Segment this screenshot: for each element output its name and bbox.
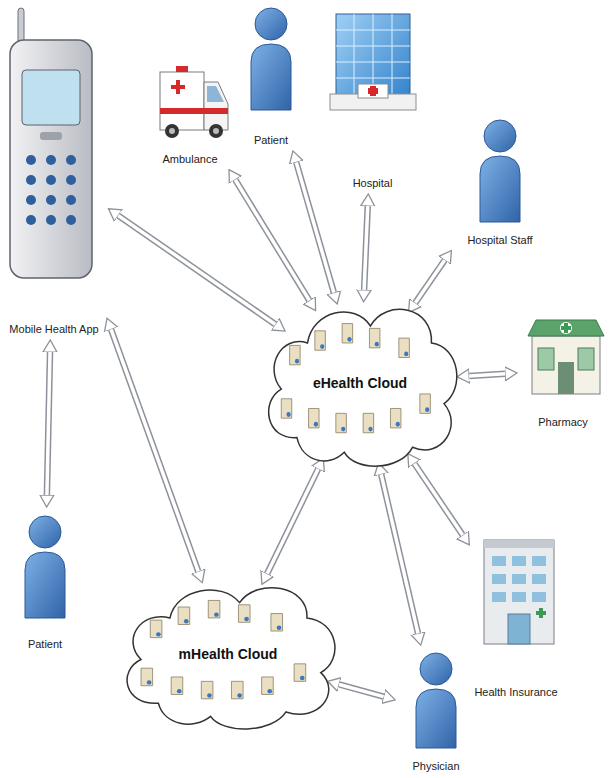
double-arrow: [118, 216, 275, 325]
server-icon: [281, 399, 292, 418]
double-arrow: [381, 474, 418, 633]
actor-node: Ambulance: [150, 45, 230, 167]
double-arrow: [415, 260, 444, 302]
arrow-inner: [469, 374, 505, 376]
insurance-icon: [484, 540, 554, 644]
connector-group: [469, 374, 505, 376]
person-icon: [25, 8, 520, 748]
connector-group: [415, 260, 444, 302]
actor-node: Pharmacy: [520, 310, 606, 430]
server-icon: [390, 408, 401, 427]
double-arrow: [296, 162, 334, 292]
server-icon: [150, 620, 162, 637]
node-label: Pharmacy: [536, 415, 590, 430]
cloud-title: mHealth Cloud: [175, 644, 282, 664]
node-label: Ambulance: [160, 152, 219, 167]
connector-group: [267, 469, 318, 573]
node-label: Health Insurance: [472, 685, 559, 700]
node-label: Physician: [410, 759, 461, 774]
double-arrow: [415, 464, 463, 535]
double-arrow: [111, 329, 198, 571]
actor-node: Physician: [398, 648, 474, 774]
actor-node: Health Insurance: [471, 528, 561, 700]
server-icon: [178, 607, 190, 624]
server-icon: [363, 413, 374, 432]
connector-group: [415, 464, 463, 535]
connector-group: [296, 162, 334, 292]
connector-group: [118, 216, 275, 325]
server-icon: [290, 345, 301, 364]
node-label: Hospital Staff: [465, 233, 534, 248]
arrow-inner: [267, 469, 318, 573]
server-icon: [271, 614, 283, 631]
arrow-inner: [364, 206, 368, 290]
arrow-inner: [381, 474, 418, 633]
server-icon: [238, 605, 250, 622]
hospital-icon: [330, 14, 416, 110]
node-label: Mobile Health App: [7, 322, 100, 337]
server-icon: [336, 413, 347, 432]
phone-icon: [10, 8, 92, 278]
actor-node: Hospital Staff: [452, 112, 548, 248]
actor-node: Hospital: [325, 5, 420, 191]
cloud-node: eHealth Cloud: [255, 292, 465, 474]
ambulance-icon: [160, 66, 228, 138]
server-icon: [231, 681, 243, 698]
double-arrow: [339, 684, 383, 696]
server-icon: [201, 681, 213, 698]
arrow-inner: [339, 684, 383, 696]
connector-group: [339, 684, 383, 696]
arrow-inner: [415, 260, 444, 302]
arrow-inner: [47, 352, 50, 495]
arrow-inner: [235, 180, 309, 301]
server-icon: [294, 664, 306, 681]
connector-group: [111, 329, 198, 571]
actor-node: Mobile Health App: [2, 5, 106, 337]
double-arrow: [364, 206, 368, 290]
node-label: Patient: [26, 637, 64, 652]
server-icon: [315, 331, 326, 350]
server-icon: [369, 328, 380, 347]
pharmacy-icon: [528, 320, 604, 394]
server-icon: [262, 677, 274, 694]
server-icon: [208, 600, 220, 617]
server-icon: [399, 338, 410, 357]
arrow-inner: [118, 216, 275, 325]
arrow-inner: [111, 329, 198, 571]
actor-node: Patient: [243, 2, 299, 148]
server-icon: [342, 324, 353, 343]
arrow-inner: [296, 162, 334, 292]
double-arrow: [47, 352, 50, 495]
connector-group: [381, 474, 418, 633]
server-icon: [171, 677, 183, 694]
cloud-node: mHealth Cloud: [112, 572, 344, 736]
cloud-title: eHealth Cloud: [309, 373, 411, 393]
connector-group: [235, 180, 309, 301]
server-icon: [141, 668, 153, 685]
server-icon: [309, 408, 320, 427]
double-arrow: [469, 374, 505, 376]
double-arrow: [267, 469, 318, 573]
server-icon: [420, 394, 431, 413]
connector-group: [47, 352, 50, 495]
node-label: Hospital: [351, 176, 395, 191]
connector-group: [364, 206, 368, 290]
arrow-inner: [415, 464, 463, 535]
node-label: Patient: [252, 133, 290, 148]
actor-node: Patient: [12, 510, 78, 652]
double-arrow: [235, 180, 309, 301]
